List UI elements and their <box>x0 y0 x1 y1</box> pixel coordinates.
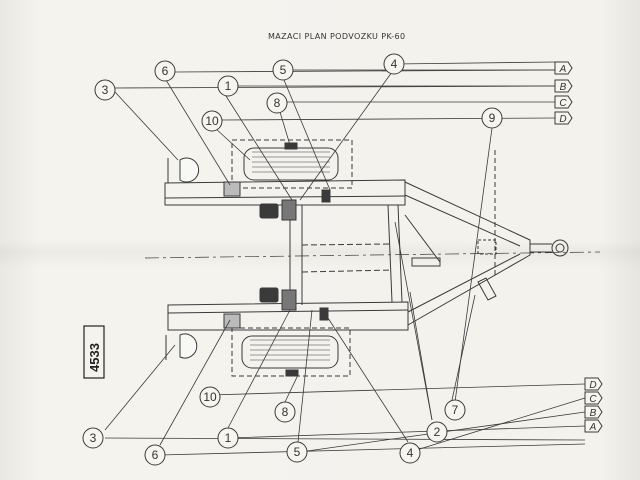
tag-bottom-a: A <box>589 422 597 433</box>
frame-top-beam <box>164 179 406 206</box>
callout-bottom-5: 5 <box>294 445 301 459</box>
callout-top-10: 10 <box>205 114 219 128</box>
tag-bottom-b: B <box>590 408 597 419</box>
tag-top-a: A <box>559 64 567 75</box>
leader-lines-top <box>114 61 556 201</box>
tag-top-b: B <box>560 82 567 93</box>
callout-bottom-4: 4 <box>407 446 414 460</box>
diagram-title: MAZACI PLAN PODVOZKU PK-60 <box>268 32 406 41</box>
rear-lamps <box>165 157 200 360</box>
callout-bottom-8: 8 <box>282 405 289 419</box>
callout-bottom-2: 2 <box>434 425 441 439</box>
tag-bottom-c: C <box>589 394 597 405</box>
callout-top-6: 6 <box>162 64 169 78</box>
frame-cross-members <box>289 204 403 305</box>
tag-top-c: C <box>559 98 567 109</box>
callout-bottom-6: 6 <box>152 448 159 462</box>
towing-eye <box>530 239 569 257</box>
callout-top-4: 4 <box>391 57 398 71</box>
wheel-top <box>231 139 353 189</box>
callout-bottom-3: 3 <box>90 431 97 445</box>
callout-bottom-10: 10 <box>203 390 217 404</box>
centerline <box>144 251 601 259</box>
tag-top-d: D <box>559 114 566 125</box>
leader-lines-bottom <box>104 127 586 456</box>
archive-number: 4533 <box>87 343 102 372</box>
callout-top-1: 1 <box>225 79 232 93</box>
frame-bottom-beam <box>167 301 409 331</box>
callout-top-3: 3 <box>102 83 109 97</box>
archive-number-stamp: 4533 <box>83 325 105 379</box>
callout-top-5: 5 <box>280 63 287 77</box>
callout-bottom-7: 7 <box>452 403 459 417</box>
tag-bottom-d: D <box>589 380 596 391</box>
wheel-bottom <box>231 327 351 377</box>
callout-top-8: 8 <box>274 96 281 110</box>
drawbar <box>404 150 531 326</box>
callout-top-9: 9 <box>489 111 496 125</box>
callout-bottom-1: 1 <box>225 431 232 445</box>
axle-hubs <box>223 181 331 329</box>
